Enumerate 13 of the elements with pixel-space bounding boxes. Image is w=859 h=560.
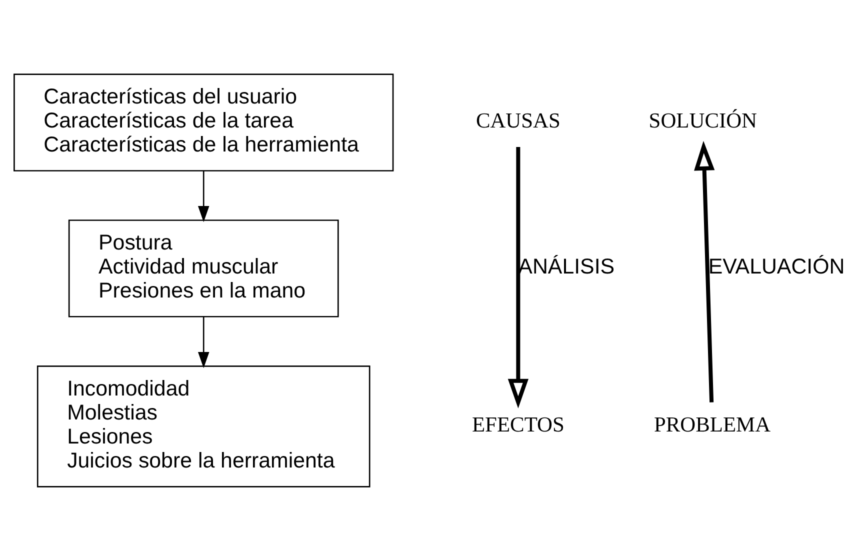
edge-label: EVALUACIÓN — [708, 254, 845, 278]
node-text: CAUSAS — [476, 108, 560, 132]
arrow — [198, 316, 210, 368]
arrow — [198, 170, 210, 222]
arrow — [694, 140, 715, 402]
node-box: Características del usuario Características de la tarea Características de la herramienta — [14, 73, 394, 171]
node-text: EFECTOS — [472, 412, 564, 436]
node-text: PROBLEMA — [654, 412, 771, 436]
node-box: Incomodidad Molestias Lesiones Juicios sobre la herramienta — [36, 365, 370, 487]
edge-label: ANÁLISIS — [518, 254, 615, 278]
arrow — [508, 146, 528, 408]
node-text: SOLUCIÓN — [648, 108, 758, 132]
node-box: Postura Actividad muscular Presiones en la mano — [68, 219, 339, 317]
